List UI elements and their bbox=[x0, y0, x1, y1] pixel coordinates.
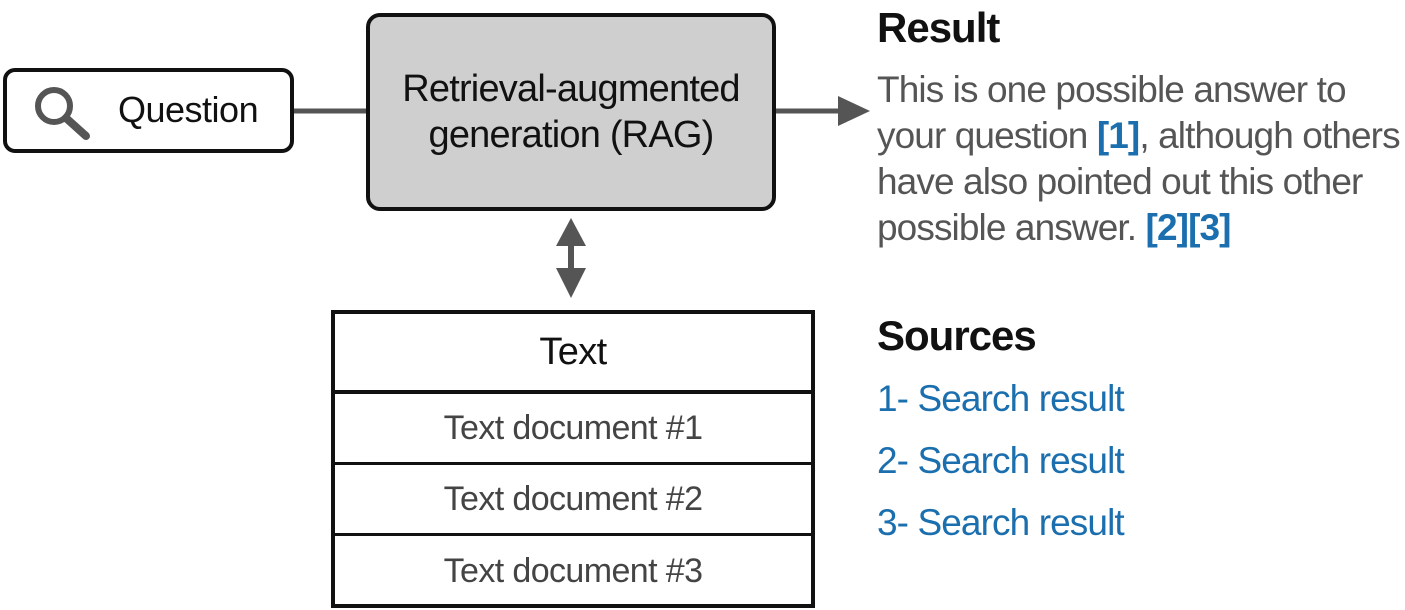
citation-1[interactable]: [1] bbox=[1096, 115, 1140, 156]
question-label: Question bbox=[118, 89, 259, 130]
table-header: Text bbox=[335, 314, 811, 394]
rag-box: Retrieval-augmented generation (RAG) bbox=[366, 13, 776, 211]
question-box[interactable] bbox=[3, 68, 294, 153]
sources-title: Sources bbox=[877, 312, 1037, 359]
search-icon bbox=[35, 87, 90, 140]
result-text-part1: This is one possible answer to your ques… bbox=[877, 69, 1347, 156]
result-body: This is one possible answer to your ques… bbox=[877, 67, 1405, 251]
result-arrow-head bbox=[838, 96, 870, 126]
source-item-1[interactable]: 1- Search result bbox=[877, 378, 1125, 419]
source-item-2[interactable]: 2- Search result bbox=[877, 440, 1125, 481]
down-arrow-head bbox=[556, 268, 586, 298]
result-title: Result bbox=[877, 4, 1000, 51]
text-documents-table: Text Text document #1 Text document #2 T… bbox=[331, 310, 815, 608]
citation-2[interactable]: [2] bbox=[1145, 207, 1189, 248]
table-row: Text document #2 bbox=[335, 465, 811, 536]
source-item-3[interactable]: 3- Search result bbox=[877, 502, 1125, 543]
citation-3[interactable]: [3] bbox=[1188, 207, 1231, 248]
up-arrow-head bbox=[556, 218, 586, 246]
table-row: Text document #1 bbox=[335, 394, 811, 465]
result-text-part2: , although others have also pointed out … bbox=[877, 115, 1401, 248]
table-row: Text document #3 bbox=[443, 551, 703, 590]
rag-label: Retrieval-augmented generation (RAG) bbox=[402, 68, 740, 156]
